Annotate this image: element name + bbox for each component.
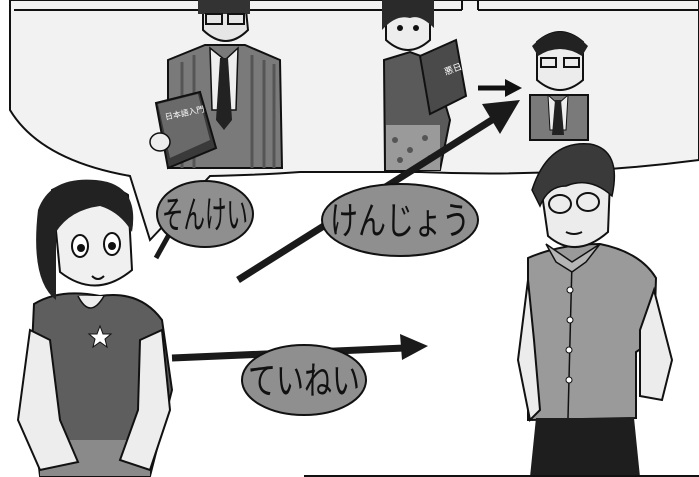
sonkei-text: そんけい: [162, 193, 248, 237]
girl-figure: [16, 179, 174, 477]
bubble-arrow: [478, 79, 522, 97]
necklace-star-icon: [87, 324, 113, 349]
kenjou-text: けんじょう: [330, 199, 470, 243]
kenjou-label: けんじょう: [321, 183, 479, 257]
teacher-figure-left: 日本語入門: [149, 0, 284, 170]
teinei-label: ていねい: [241, 344, 367, 416]
teacher-portrait-right: [529, 31, 589, 141]
woman-figure-center: 悪日: [382, 0, 468, 171]
teinei-text: ていねい: [248, 359, 360, 403]
listener-figure: [516, 142, 674, 477]
sonkei-label: そんけい: [156, 180, 254, 248]
